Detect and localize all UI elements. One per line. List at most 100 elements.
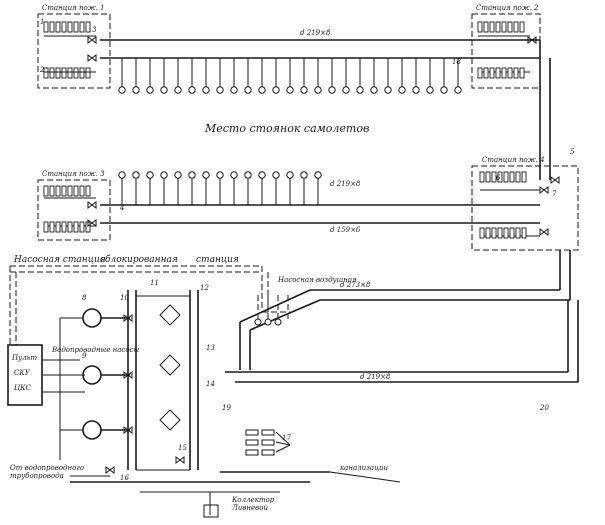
- cylinder-bank-top-left: [43, 21, 540, 237]
- gas-cylinder: [485, 171, 491, 183]
- station-box-top-left: Станция пож. 1: [37, 4, 111, 89]
- callout-number: 6: [496, 174, 501, 182]
- gas-cylinder: [85, 21, 91, 33]
- gas-cylinder: [503, 227, 509, 239]
- gas-cylinder: [49, 185, 55, 197]
- valve: [123, 314, 133, 322]
- gas-cylinder: [79, 67, 85, 79]
- sprinkler-head: [230, 171, 238, 179]
- valve: [539, 228, 549, 236]
- valve: [527, 36, 537, 44]
- pump-2: [82, 365, 102, 385]
- gas-cylinder: [491, 171, 497, 183]
- callout-number: 10: [120, 294, 129, 302]
- sprinkler-head: [384, 86, 392, 94]
- gas-cylinder: [477, 67, 483, 79]
- pipe-label-top: d 219×8: [300, 29, 331, 37]
- station-label-1: Станция пож. 1: [42, 4, 105, 12]
- valve: [87, 36, 97, 44]
- air-pump-area: Насосная воздушная: [254, 276, 357, 326]
- callout-number: 16: [120, 474, 129, 482]
- sprinkler-head: [314, 86, 322, 94]
- station-box-mid-right: Станция пож. 4: [471, 156, 579, 251]
- mid-main-pipe: d 159×6 d 219×8: [100, 180, 540, 234]
- sprinkler-head: [132, 86, 140, 94]
- sprinkler-head: [398, 86, 406, 94]
- gas-cylinder: [501, 21, 507, 33]
- valve: [87, 219, 97, 227]
- valve: [175, 456, 185, 464]
- gas-cylinder: [49, 21, 55, 33]
- sprinkler-head: [244, 86, 252, 94]
- gas-cylinder: [55, 21, 61, 33]
- callout-number: 17: [282, 434, 291, 442]
- device-grid: [245, 429, 291, 456]
- gas-cylinder: [61, 221, 67, 233]
- cylinder-bank-top-right: [477, 21, 525, 79]
- sprinkler-head: [440, 86, 448, 94]
- valve: [105, 466, 115, 474]
- sprinkler-head: [286, 171, 294, 179]
- gas-cylinder: [521, 227, 527, 239]
- tank-2: [159, 354, 181, 376]
- gas-cylinder: [67, 21, 73, 33]
- gas-cylinder: [497, 171, 503, 183]
- callout-number: 1: [40, 18, 44, 26]
- bottom-piping: Коллектор Ливневой От водопроводного тру…: [10, 464, 401, 518]
- panel-text-2: СКУ: [14, 369, 31, 377]
- pipe-label-mid-2: d 219×8: [330, 180, 361, 188]
- gas-cylinder: [73, 185, 79, 197]
- callout-number: 5: [570, 148, 575, 156]
- station-label-3: Станция пож. 3: [42, 170, 105, 178]
- gas-cylinder: [501, 67, 507, 79]
- pipe-label-mid: d 159×6: [330, 226, 361, 234]
- drain-label-2: Ливневой: [231, 504, 268, 512]
- gas-cylinder: [73, 221, 79, 233]
- callout-number: 18: [452, 58, 461, 66]
- sprinkler-head: [356, 86, 364, 94]
- cylinder-bank-mid-right: [479, 171, 527, 239]
- callout-number: 2: [39, 66, 45, 74]
- pump-1: [82, 308, 102, 328]
- pipe-label-right: d 273×8: [340, 281, 371, 289]
- gas-cylinder: [509, 171, 515, 183]
- parking-area-label: Место стоянок самолетов: [204, 122, 369, 135]
- gas-cylinder: [79, 185, 85, 197]
- callout-number: 11: [150, 279, 159, 287]
- callout-number: 14: [206, 380, 215, 388]
- gas-cylinder: [61, 21, 67, 33]
- sprinkler-head: [118, 86, 126, 94]
- sprinkler-head: [258, 86, 266, 94]
- pump-station-box: Насосная станция сблокированная станция: [9, 254, 290, 345]
- gas-cylinder: [55, 185, 61, 197]
- gas-cylinder: [43, 21, 49, 33]
- gas-cylinder: [61, 67, 67, 79]
- sprinkler-head: [202, 86, 210, 94]
- sprinkler-head: [300, 171, 308, 179]
- pump-station-title: Насосная станция: [13, 255, 106, 265]
- tank-1: [159, 304, 181, 326]
- valve: [539, 186, 549, 194]
- gas-cylinder: [509, 227, 515, 239]
- gas-cylinder: [513, 67, 519, 79]
- supply-label-2: трубопровода: [10, 472, 64, 480]
- air-pump-label: Насосная воздушная: [277, 276, 357, 284]
- station-box-mid-left: Станция пож. 3: [37, 170, 111, 241]
- sprinkler-head: [146, 171, 154, 179]
- gas-cylinder: [67, 221, 73, 233]
- drain-label-1: Коллектор: [231, 496, 275, 504]
- sprinkler-head: [426, 86, 434, 94]
- sprinkler-head: [202, 171, 210, 179]
- gas-cylinder: [507, 67, 513, 79]
- callout-number: 4: [119, 204, 124, 212]
- pump-station-valves: [87, 36, 560, 474]
- sprinkler-head: [174, 171, 182, 179]
- gas-cylinder: [79, 221, 85, 233]
- sprinkler-head: [160, 86, 168, 94]
- gas-cylinder: [67, 67, 73, 79]
- gas-cylinder: [79, 21, 85, 33]
- gas-cylinder: [73, 21, 79, 33]
- valve: [87, 54, 97, 62]
- gas-cylinder: [513, 21, 519, 33]
